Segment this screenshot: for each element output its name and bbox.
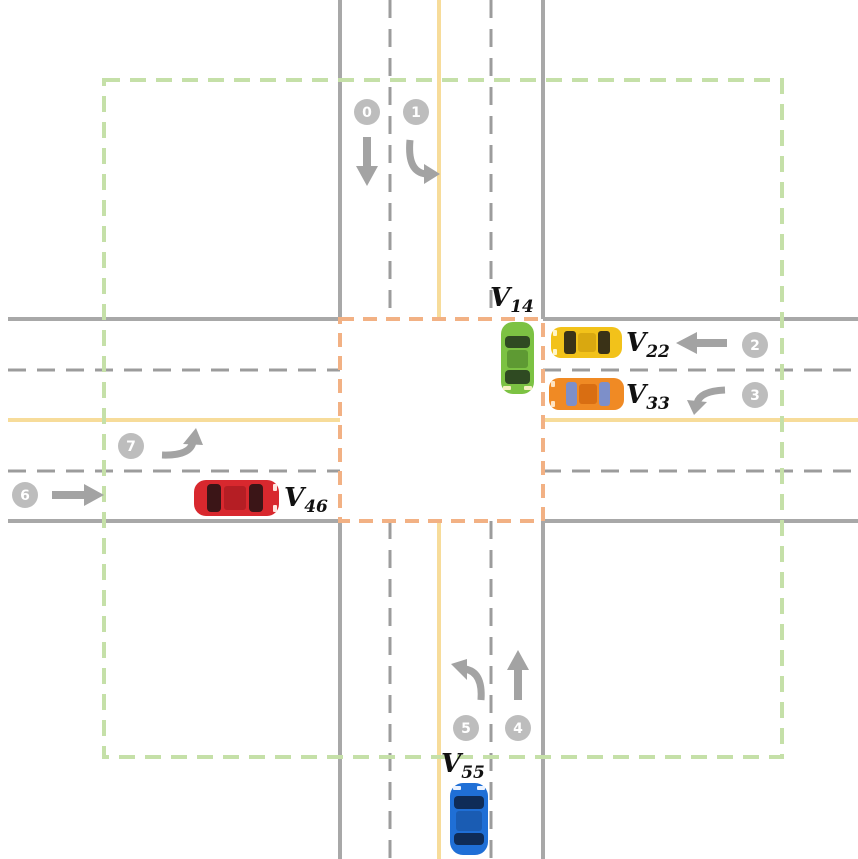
svg-text:7: 7 [126,439,136,455]
lane-badge-4: 4 [505,715,531,741]
vehicle-v33-car-icon [549,378,624,410]
lane-badge-2: 2 [742,332,768,358]
arrow-lane-1-turn-icon [410,140,440,184]
arrow-lane-6-straight-icon [52,484,104,506]
vehicle-label-v55: V55 [441,749,485,783]
vehicle-v55-car-icon [450,783,488,855]
vehicle-v22-car-icon [551,327,622,358]
arrow-lane-4-straight-icon [507,650,529,700]
lane-badge-5: 5 [453,715,479,741]
arrow-lane-5-turn-icon [451,659,481,700]
arrow-lane-7-turn-icon [162,428,203,455]
lane-badge-7: 7 [118,433,144,459]
vehicle-label-v46: V46 [284,483,328,517]
svg-text:5: 5 [461,721,471,737]
vehicle-v14-car-icon [501,322,534,394]
lane-badge-6: 6 [12,482,38,508]
svg-text:2: 2 [750,338,760,354]
vehicle-label-v33: V33 [626,380,670,414]
vehicle-label-v22: V22 [626,328,670,362]
svg-text:1: 1 [411,105,421,121]
svg-text:6: 6 [20,488,30,504]
lane-badge-1: 1 [403,99,429,125]
lane-dividers [8,0,858,859]
arrow-lane-3-turn-icon [687,390,725,415]
arrow-lane-2-straight-icon [676,332,727,354]
svg-text:3: 3 [750,388,760,404]
arrow-lane-0-straight-icon [356,137,378,186]
svg-text:4: 4 [513,721,523,737]
road-edges [8,0,858,859]
vehicle-v46-car-icon [194,480,279,516]
lane-badge-0: 0 [354,99,380,125]
vehicle-label-v14: V14 [490,283,534,317]
center-lines [8,0,858,859]
svg-text:0: 0 [362,105,372,121]
lane-badge-3: 3 [742,382,768,408]
